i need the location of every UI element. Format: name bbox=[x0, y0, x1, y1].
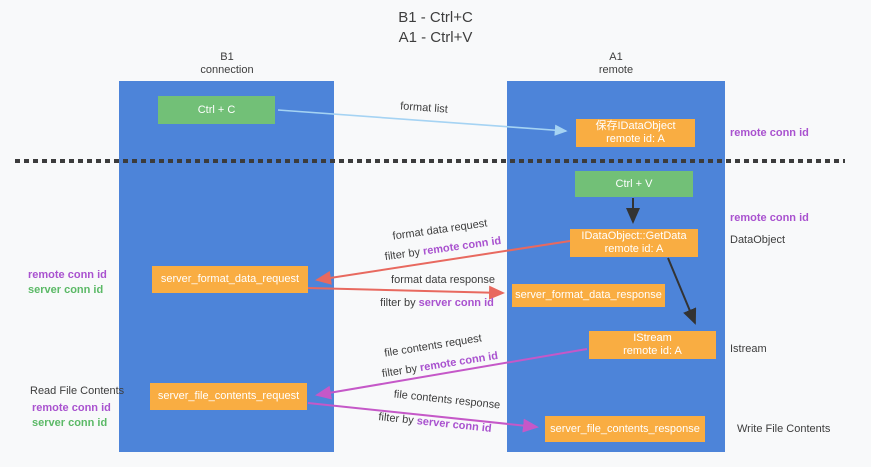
remote-conn-id-label-mid: remote conn id bbox=[730, 212, 809, 224]
getdata-line1: IDataObject::GetData bbox=[581, 230, 687, 242]
idataobject-getdata-node: IDataObject::GetData remote id: A bbox=[570, 229, 698, 257]
b1-role: connection bbox=[200, 64, 254, 76]
server-format-data-request-node: server_format_data_request bbox=[152, 266, 308, 293]
store-idataobject-line2: remote id: A bbox=[606, 133, 665, 145]
filter-by-server-conn-id-label-1: filter by server conn id bbox=[380, 297, 494, 309]
server-format-data-request-label: server_format_data_request bbox=[160, 273, 300, 285]
copy-paste-divider-dashed-line bbox=[15, 159, 845, 163]
file-contents-response-label: file contents response bbox=[393, 388, 501, 412]
server-format-data-response-node: server_format_data_response bbox=[512, 284, 665, 307]
filter-by-prefix: filter by bbox=[381, 362, 422, 381]
filter-by-prefix: filter by bbox=[380, 297, 419, 309]
getdata-line2: remote id: A bbox=[604, 243, 664, 255]
filter-by-server-conn-id-label-2: filter by server conn id bbox=[378, 411, 492, 435]
write-file-contents-label: Write File Contents bbox=[737, 423, 831, 435]
ctrl-c-label: Ctrl + C bbox=[197, 103, 236, 116]
format-list-label: format list bbox=[399, 100, 449, 116]
server-conn-id-label-left2: server conn id bbox=[32, 417, 108, 429]
remote-conn-id-label-left1: remote conn id bbox=[28, 269, 107, 281]
a1-column-header: A1 remote bbox=[536, 51, 696, 77]
store-idataobject-line1: 保存IDataObject bbox=[595, 120, 676, 132]
istream-line2: remote id: A bbox=[623, 345, 682, 357]
filter-remote-highlight: remote conn id bbox=[419, 349, 499, 375]
filter-server-highlight: server conn id bbox=[418, 297, 494, 309]
title-line-1: B1 - Ctrl+C bbox=[398, 9, 473, 26]
ctrl-v-label: Ctrl + V bbox=[615, 177, 653, 190]
server-format-data-response-label: server_format_data_response bbox=[515, 289, 662, 301]
server-file-contents-request-node: server_file_contents_request bbox=[150, 383, 307, 410]
server-file-contents-request-label: server_file_contents_request bbox=[157, 390, 300, 402]
filter-server-highlight: server conn id bbox=[416, 415, 493, 435]
format-data-response-arrow bbox=[307, 285, 505, 300]
b1-name: B1 bbox=[220, 51, 234, 63]
left-conn-id-labels-file: remote conn id server conn id bbox=[32, 401, 111, 431]
istream-side-label: Istream bbox=[730, 343, 767, 355]
filter-by-prefix: filter by bbox=[377, 411, 418, 428]
remote-conn-id-label-top: remote conn id bbox=[730, 127, 809, 139]
left-conn-id-labels-format: remote conn id server conn id bbox=[28, 268, 107, 298]
istream-line1: IStream bbox=[633, 332, 672, 344]
store-idataobject-node: 保存IDataObject remote id: A bbox=[576, 119, 695, 147]
dataobject-label: DataObject bbox=[730, 234, 786, 246]
b1-column-header: B1 connection bbox=[147, 51, 307, 77]
server-file-contents-response-label: server_file_contents_response bbox=[550, 422, 700, 435]
server-file-contents-response-node: server_file_contents_response bbox=[545, 416, 705, 442]
title-line-2: A1 - Ctrl+V bbox=[398, 29, 473, 46]
server-conn-id-label-left1: server conn id bbox=[28, 284, 104, 296]
format-data-response-label: format data response bbox=[391, 274, 495, 286]
a1-name: A1 bbox=[609, 51, 623, 63]
remote-conn-id-label-left2: remote conn id bbox=[32, 402, 111, 414]
istream-node: IStream remote id: A bbox=[589, 331, 716, 359]
filter-remote-highlight: remote conn id bbox=[422, 234, 502, 258]
diagram-title: B1 - Ctrl+C A1 - Ctrl+V bbox=[0, 8, 871, 48]
ctrl-v-node: Ctrl + V bbox=[575, 171, 693, 197]
a1-role: remote bbox=[598, 64, 634, 76]
ctrl-c-node: Ctrl + C bbox=[158, 96, 275, 124]
read-file-contents-label: Read File Contents bbox=[30, 385, 125, 397]
filter-by-prefix: filter by bbox=[384, 245, 424, 264]
